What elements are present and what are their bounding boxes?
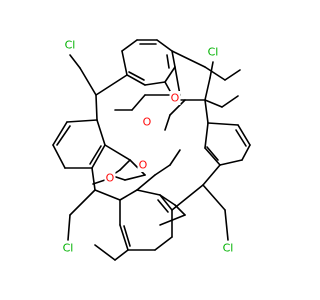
bond (123, 225, 131, 247)
bond (136, 174, 156, 191)
oxygen-label: O (139, 159, 148, 172)
bond (91, 144, 106, 169)
chlorine-atom-bottom-left: Cl (59, 241, 77, 255)
atom-label-background (137, 158, 149, 172)
bond (237, 124, 251, 146)
bond (224, 209, 229, 241)
bond (235, 129, 247, 147)
bond (89, 145, 102, 165)
bond (94, 189, 121, 201)
bond (96, 119, 106, 146)
atom-label-background (61, 38, 79, 52)
atom-label-background (104, 171, 116, 185)
bond (204, 147, 221, 166)
oxygen-label: O (171, 92, 180, 105)
bond (171, 50, 206, 68)
chlorine-label: Cl (208, 46, 219, 59)
bond (92, 179, 106, 185)
bond (204, 99, 209, 124)
bond (164, 114, 171, 131)
bond (169, 99, 186, 116)
bond (91, 167, 96, 191)
atom-label-background (219, 241, 237, 255)
bond (95, 94, 98, 121)
bond (121, 39, 138, 52)
bond (204, 77, 211, 101)
bond (174, 204, 186, 216)
bond (159, 194, 173, 211)
bond (159, 214, 186, 226)
oxygen-label: O (106, 172, 115, 185)
bond (104, 144, 131, 161)
bond (224, 69, 241, 81)
chlorine-atom-top-right: Cl (204, 45, 222, 59)
bond (126, 74, 146, 86)
bond (202, 164, 221, 186)
bond (121, 50, 128, 76)
atom-label-background (141, 115, 153, 129)
bond (157, 199, 169, 213)
bond (52, 121, 68, 146)
bond (171, 50, 176, 68)
bond (67, 214, 71, 241)
bond (156, 39, 173, 52)
bond (136, 189, 161, 196)
bond (128, 71, 145, 81)
bond (119, 224, 129, 251)
bond (164, 66, 176, 83)
atom-label-background (169, 91, 181, 105)
bond (166, 54, 170, 69)
bond (154, 236, 173, 251)
bond (119, 159, 131, 171)
bond-lines (52, 39, 251, 261)
bond (241, 144, 251, 161)
bond (56, 125, 71, 146)
bond (202, 184, 226, 211)
bond (207, 122, 239, 126)
chlorine-atom-bottom-right: Cl (219, 241, 237, 255)
atom-label-background (204, 45, 222, 59)
oxygen-atom-top-1: O (169, 91, 181, 105)
bond (154, 164, 171, 176)
bond (124, 174, 146, 181)
chlorine-label: Cl (63, 242, 74, 255)
bond (79, 67, 97, 96)
bond (204, 99, 223, 108)
bond (204, 66, 226, 81)
bond (95, 74, 128, 96)
bond (119, 189, 138, 201)
chlorine-label: Cl (65, 39, 76, 52)
bond (52, 144, 66, 169)
bond (171, 184, 204, 211)
bond (206, 146, 219, 161)
bond (204, 122, 209, 149)
oxygen-atom-bottom-1: O (104, 171, 116, 185)
bond (174, 66, 181, 96)
bond (159, 194, 176, 206)
bond (66, 119, 98, 123)
bond (114, 249, 129, 261)
bond (94, 244, 116, 261)
bond (69, 54, 81, 69)
oxygen-atom-center-1: O (141, 115, 153, 129)
bond (169, 149, 181, 166)
chlorine-label: Cl (223, 242, 234, 255)
bond (69, 189, 96, 216)
bond (144, 81, 166, 86)
bond (221, 95, 239, 108)
oxygen-label: O (143, 116, 152, 129)
atom-label-background (59, 241, 77, 255)
chlorine-atom-top-left: Cl (61, 38, 79, 52)
oxygen-atom-center-2: O (137, 158, 149, 172)
bond (219, 159, 243, 166)
bond (131, 94, 146, 111)
bond (209, 61, 214, 79)
